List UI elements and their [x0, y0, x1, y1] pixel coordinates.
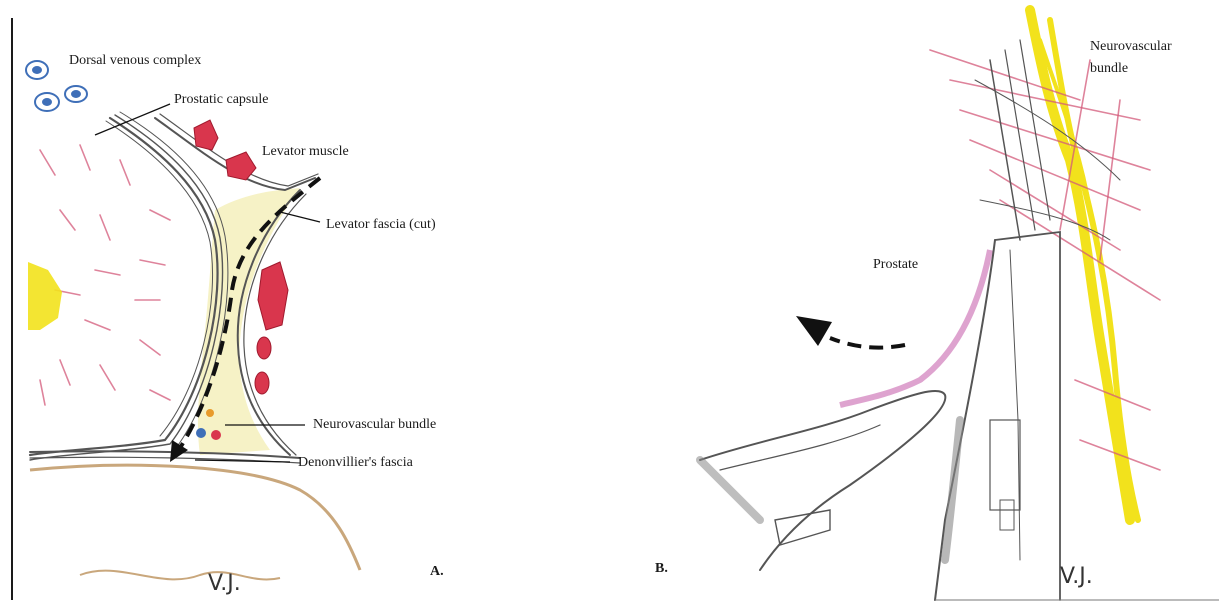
label-levator-fascia: Levator fascia (cut) [326, 217, 436, 232]
label-levator-muscle: Levator muscle [262, 144, 349, 159]
label-neurovascular-bundle-b-line2: bundle [1090, 61, 1128, 76]
panel-label-b: B. [655, 561, 668, 576]
label-neurovascular-bundle-b-line1: Neurovascular [1090, 39, 1172, 54]
panel-b: Neurovascular bundle Prostate B. V.J. [655, 10, 1219, 600]
panel-label-a: A. [430, 564, 444, 579]
signature-a: V.J. [208, 571, 241, 596]
label-denonvilliers-fascia: Denonvillier's fascia [298, 455, 414, 470]
prostate-fibers [40, 145, 170, 405]
rectum [30, 465, 360, 579]
label-prostate: Prostate [873, 257, 918, 272]
label-dorsal-venous-complex: Dorsal venous complex [69, 53, 201, 68]
yellow-lobe [28, 262, 62, 330]
label-prostatic-capsule: Prostatic capsule [174, 92, 268, 107]
periprostatic-fibers [930, 50, 1160, 470]
retractor-blade [935, 232, 1060, 600]
neurovascular-bundle-b [1030, 10, 1138, 520]
prostate-edge [840, 250, 990, 405]
dissection-direction-arrow-b [830, 338, 905, 348]
dorsal-venous-complex [26, 61, 87, 111]
signature-b: V.J. [1060, 564, 1093, 589]
prostatic-capsule [30, 112, 228, 460]
panel-a: Dorsal venous complex Prostatic capsule … [12, 18, 444, 600]
label-neurovascular-bundle-a: Neurovascular bundle [313, 417, 436, 432]
arrowhead-b [796, 316, 832, 346]
dissector-instrument [700, 391, 945, 570]
